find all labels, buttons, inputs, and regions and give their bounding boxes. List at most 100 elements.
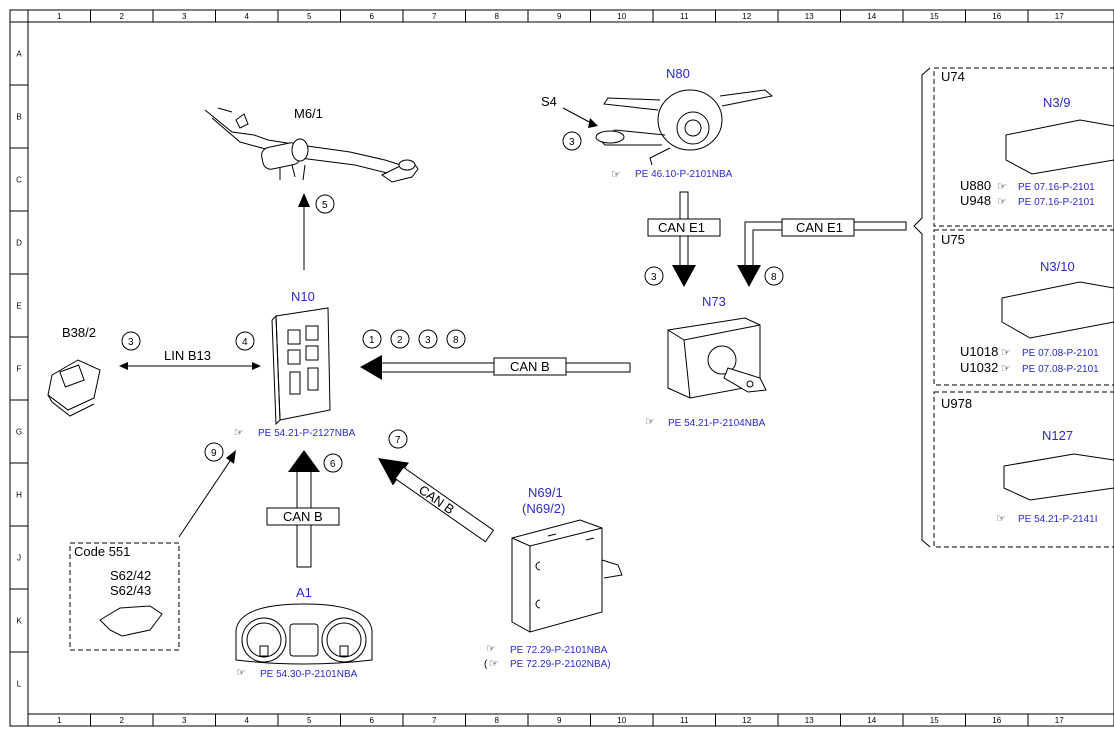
m6-1-label: M6/1 [294,106,323,121]
can-b-n69-label: CAN B [416,482,457,517]
n3-10-label: N3/10 [1040,259,1075,274]
can-b-a1-arrowhead [288,450,320,472]
a1-ref: PE 54.30-P-2101NBA [260,669,358,680]
grid-column-label: 6 [370,716,375,725]
callout-a1: 6 [330,459,336,470]
grid-column-label: 13 [805,716,814,725]
grid-row-label: D [16,239,22,248]
grid-row-label: F [17,365,22,374]
u1032-code: U1032 [960,360,998,375]
code-551-line1: S62/42 [110,568,151,583]
instrument-cluster-a1: A1 [235,585,373,665]
grid-ruler: 1122334455667788991010111112121313141415… [10,10,1064,726]
u75-title: U75 [941,232,965,247]
grid-column-label: 1 [57,12,62,21]
u880-ref: PE 07.16-P-2101 [1018,182,1095,193]
u880-code: U880 [960,178,991,193]
ref-icon-n69: ☞ [486,643,496,655]
can-b-n69-arrowhead [378,458,409,486]
grid-column-label: 1 [57,716,62,725]
callout-n73-left: 3 [651,272,657,283]
n127-ref: PE 54.21-P-2141I [1018,514,1098,525]
n69-ref-alt: PE 72.29-P-2102NBA) [510,659,611,670]
n69-ref: PE 72.29-P-2101NBA [510,645,608,656]
steering-module-n80: N80 S4 [541,66,774,166]
s4-pointer-head [588,118,598,128]
callout-can-b-2: 2 [397,335,403,346]
grid-row-label: A [16,50,22,59]
callout-m6-circle [315,194,335,214]
u1018-code: U1018 [960,344,998,359]
grid-column-label: 2 [120,716,125,725]
grid-column-label: 7 [432,12,437,21]
grid-column-label: 8 [495,716,500,725]
grid-column-label: 6 [370,12,375,21]
callout-n73-left-circle [644,266,664,286]
grid-column-label: 5 [307,716,312,725]
callout-s4-circle [562,131,582,151]
grid-column-label: 15 [930,716,939,725]
callout-n10-lin: 4 [242,337,248,348]
ref-icon-u1032: ☞ [1001,363,1011,375]
n127-label: N127 [1042,428,1073,443]
grid-row-label: B [16,113,21,122]
ref-icon-u1018: ☞ [1001,347,1011,359]
grid-column-label: 5 [307,12,312,21]
grid-column-label: 12 [742,716,751,725]
can-e1-n80-label: CAN E1 [658,220,705,235]
ref-icon-n80: ☞ [611,169,621,181]
callout-can-b-1: 1 [369,335,375,346]
n10-label: N10 [291,289,315,304]
n69-2-label: (N69/2) [522,501,565,516]
callout-code551-circle [204,442,224,462]
can-e1-engine-arrowhead [737,265,761,287]
grid-column-label: 16 [992,12,1001,21]
grid-column-label: 4 [245,12,250,21]
callout-n69: 7 [395,435,401,446]
grid-column-label: 13 [805,12,814,21]
ignition-switch-n73: N73 [667,294,767,399]
grid-column-label: 2 [120,12,125,21]
grid-row-label: G [16,428,22,437]
u948-ref: PE 07.16-P-2101 [1018,197,1095,208]
can-b-n73-arrowhead [360,355,382,380]
n69-1-label: N69/1 [528,485,563,500]
grid-row-label: J [17,554,21,563]
callout-b38: 3 [128,337,134,348]
ref-icon-n10: ☞ [234,427,244,439]
grid-column-label: 17 [1055,716,1064,725]
grid-column-label: 14 [867,716,876,725]
can-b-a1-tag [266,507,340,526]
wiper-motor-m6-1: M6/1 [204,106,419,183]
can-b-a1-label: CAN B [283,509,323,524]
grid-row-label: K [16,617,22,626]
code-551-box [69,542,180,651]
grid-column-label: 3 [182,12,187,21]
grid-column-label: 11 [680,12,689,21]
callout-can-b-8: 8 [453,335,459,346]
a1-label: A1 [296,585,312,600]
lin-b13-head-right [252,362,261,370]
ref-icon-n127: ☞ [996,513,1006,525]
control-unit-n10: N10 [271,289,331,426]
grid-column-label: 14 [867,12,876,21]
can-b-callouts: 1 2 3 8 [362,329,466,349]
grid-column-label: 15 [930,12,939,21]
callout-a1-circle [323,453,343,473]
can-b-n73-label: CAN B [510,359,550,374]
n80-ref: PE 46.10-P-2101NBA [635,169,733,180]
n127-unit [1003,453,1114,501]
grid-column-label: 17 [1055,12,1064,21]
grid-column-label: 7 [432,716,437,725]
can-e1-n80-arrowhead [672,265,696,287]
callout-n10-lin-circle [235,331,255,351]
code-551-line2: S62/43 [110,583,151,598]
ref-icon-u948: ☞ [997,196,1007,208]
s4-label: S4 [541,94,557,109]
u75-box [933,229,1114,386]
can-b-n69-tag [394,466,495,543]
grid-column-label: 8 [495,12,500,21]
n73-ref: PE 54.21-P-2104NBA [668,418,766,429]
callout-can-b-3: 3 [425,335,431,346]
u74-box [933,67,1114,227]
